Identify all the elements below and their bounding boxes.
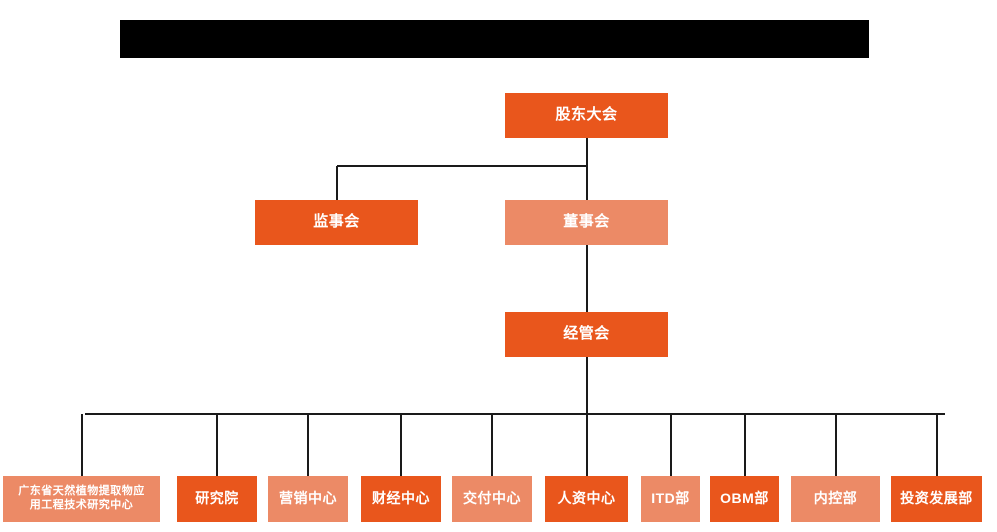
- org-node-n1[interactable]: 股东大会: [505, 93, 668, 138]
- org-node-d3[interactable]: 营销中心: [268, 476, 348, 522]
- connector-bus-d5: [491, 414, 493, 476]
- connector-bus-d7: [669, 414, 672, 476]
- org-node-label: 广东省天然植物提取物应 用工程技术研究中心: [18, 485, 145, 511]
- org-node-d4[interactable]: 财经中心: [361, 476, 441, 522]
- connector-bus-d3: [307, 414, 309, 476]
- org-node-label: 人资中心: [557, 490, 616, 507]
- connector-bus-d9: [834, 414, 837, 476]
- connector-bus: [85, 413, 945, 415]
- redacted-title-banner: [120, 20, 869, 58]
- org-node-label: 投资发展部: [900, 490, 973, 507]
- org-node-d2[interactable]: 研究院: [177, 476, 257, 522]
- connector-n1-n2-vertical: [335, 166, 338, 200]
- connector-n3-n4: [585, 245, 588, 312]
- connector-bus-d10: [935, 414, 938, 476]
- org-node-d7[interactable]: ITD部: [641, 476, 700, 522]
- org-node-n2[interactable]: 监事会: [255, 200, 418, 245]
- org-node-d8[interactable]: OBM部: [710, 476, 779, 522]
- connector-bus-d2: [216, 414, 218, 476]
- org-node-label: ITD部: [651, 490, 690, 507]
- connector-n4-bus: [585, 357, 588, 414]
- org-node-label: 交付中心: [463, 490, 521, 507]
- org-node-d1[interactable]: 广东省天然植物提取物应 用工程技术研究中心: [3, 476, 160, 522]
- connector-bus-d6: [585, 414, 588, 476]
- org-node-label: 监事会: [313, 213, 360, 231]
- org-node-label: OBM部: [720, 490, 769, 507]
- org-node-d10[interactable]: 投资发展部: [891, 476, 982, 522]
- connector-bus-d4: [400, 414, 402, 476]
- org-node-label: 财经中心: [372, 490, 430, 507]
- connector-n1-n2-horizontal: [336, 165, 587, 167]
- org-node-label: 研究院: [195, 490, 239, 507]
- org-node-label: 董事会: [563, 213, 610, 231]
- connector-bus-d8: [743, 414, 746, 476]
- connector-bus-d1: [80, 414, 83, 476]
- org-node-d5[interactable]: 交付中心: [452, 476, 532, 522]
- org-node-label: 内控部: [813, 490, 858, 507]
- org-node-d9[interactable]: 内控部: [791, 476, 880, 522]
- org-node-n3[interactable]: 董事会: [505, 200, 668, 245]
- org-node-n4[interactable]: 经管会: [505, 312, 668, 357]
- org-node-label: 股东大会: [555, 106, 618, 124]
- org-node-d6[interactable]: 人资中心: [545, 476, 628, 522]
- connector-n1-n3: [585, 138, 588, 200]
- org-node-label: 经管会: [563, 325, 610, 343]
- org-node-label: 营销中心: [279, 490, 337, 507]
